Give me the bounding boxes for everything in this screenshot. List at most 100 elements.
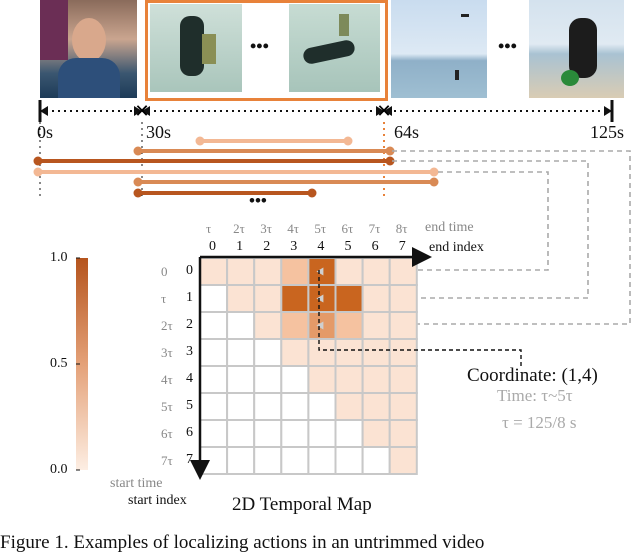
map-cell xyxy=(199,419,229,448)
time-label-125s: 125s xyxy=(590,122,625,142)
map-cell xyxy=(253,338,283,367)
end-index-title: end index xyxy=(429,240,484,255)
map-cell xyxy=(280,257,310,286)
map-cell xyxy=(334,284,364,313)
map-cell xyxy=(199,338,229,367)
map-cell xyxy=(334,311,364,340)
start-index-tick: 5 xyxy=(186,398,193,413)
map-cell xyxy=(334,446,364,475)
frame-kite-surfing xyxy=(391,0,487,98)
colorbar-tick-1: 1.0 xyxy=(50,250,68,265)
colorbar-tick-05: 0.5 xyxy=(50,356,68,371)
map-cell xyxy=(361,338,391,367)
end-index-tick: 2 xyxy=(263,239,271,254)
map-cell xyxy=(388,284,418,313)
map-cell xyxy=(361,257,391,286)
map-cell xyxy=(388,257,418,286)
end-index-tick: 6 xyxy=(371,239,379,254)
start-time-title: start time xyxy=(110,476,163,491)
start-time-tick: 3τ xyxy=(161,345,173,360)
map-axes xyxy=(190,247,432,480)
map-cell xyxy=(280,446,310,475)
proposal-segments xyxy=(33,136,439,198)
map-cell xyxy=(253,311,283,340)
map-cell xyxy=(226,446,256,475)
coordinate-label: Coordinate: (1,4) xyxy=(467,365,598,386)
start-time-tick: 6τ xyxy=(161,426,173,441)
time-label-64s: 64s xyxy=(394,122,420,142)
time-label-0s: 0s xyxy=(37,122,54,142)
map-cell xyxy=(361,284,391,313)
end-time-tick: 2τ xyxy=(233,221,245,236)
map-cell xyxy=(226,365,256,394)
map-cell xyxy=(280,392,310,421)
highlight-box xyxy=(145,0,388,101)
map-cell xyxy=(253,284,283,313)
map-cell xyxy=(199,365,229,394)
colorbar xyxy=(76,258,88,470)
frames-ellipsis: ••• xyxy=(250,36,269,56)
end-time-tick: 4τ xyxy=(287,221,300,236)
map-cell xyxy=(307,446,337,475)
timeline-axis: ✕ ✕ xyxy=(38,100,614,198)
cell-pointer xyxy=(316,321,324,330)
map-cell xyxy=(307,365,337,394)
colorbar-tick-0: 0.0 xyxy=(50,462,68,477)
map-cell xyxy=(253,446,283,475)
start-time-tick: 5τ xyxy=(161,399,173,414)
map-cell xyxy=(226,419,256,448)
map-cell xyxy=(199,284,229,313)
map-cell xyxy=(307,338,337,367)
end-time-tick: 3τ xyxy=(260,221,272,236)
end-index-tick: 5 xyxy=(344,239,352,254)
segments-ellipsis: ••• xyxy=(249,191,267,210)
map-cell xyxy=(388,338,418,367)
end-index-tick: 7 xyxy=(398,239,406,254)
start-index-tick: 4 xyxy=(186,371,193,386)
start-time-tick: τ xyxy=(161,291,167,306)
map-cell xyxy=(388,311,418,340)
end-time-title: end time xyxy=(425,220,474,235)
map-cell xyxy=(199,446,229,475)
map-cell xyxy=(334,392,364,421)
map-cell xyxy=(280,419,310,448)
start-index-title: start index xyxy=(128,493,187,508)
start-time-tick: 2τ xyxy=(161,318,173,333)
cell-pointer xyxy=(316,267,324,276)
map-cell xyxy=(280,284,310,313)
map-cell xyxy=(253,392,283,421)
map-cell xyxy=(334,257,364,286)
map-cell xyxy=(334,419,364,448)
start-index-tick: 3 xyxy=(186,344,193,359)
temporal-map-grid xyxy=(199,257,418,475)
end-index-tick: 3 xyxy=(290,239,298,254)
coordinate-connector xyxy=(318,270,522,366)
end-time-tick: 8τ xyxy=(395,221,408,236)
map-cell xyxy=(388,419,418,448)
map-cell xyxy=(361,311,391,340)
map-cell xyxy=(388,446,418,475)
map-cell xyxy=(199,392,229,421)
start-time-tick: 7τ xyxy=(161,453,173,468)
start-index-tick: 7 xyxy=(186,452,193,467)
start-time-tick: 4τ xyxy=(161,372,173,387)
map-cell xyxy=(199,311,229,340)
svg-text:✕: ✕ xyxy=(376,101,391,121)
end-index-tick: 4 xyxy=(317,239,325,254)
map-cell xyxy=(334,365,364,394)
time-label-30s: 30s xyxy=(146,122,172,142)
end-time-tick: 5τ xyxy=(314,221,327,236)
end-index-tick: 1 xyxy=(236,239,244,254)
map-cell xyxy=(226,338,256,367)
map-cell xyxy=(280,365,310,394)
map-cell xyxy=(307,419,337,448)
map-cell xyxy=(253,365,283,394)
map-cell xyxy=(253,257,283,286)
map-cell xyxy=(226,392,256,421)
frame-man-portrait xyxy=(40,0,137,98)
map-cell xyxy=(361,446,391,475)
end-time-tick: τ xyxy=(206,221,212,236)
time-range-label: Time: τ~5τ xyxy=(497,386,573,405)
map-cell xyxy=(334,338,364,367)
